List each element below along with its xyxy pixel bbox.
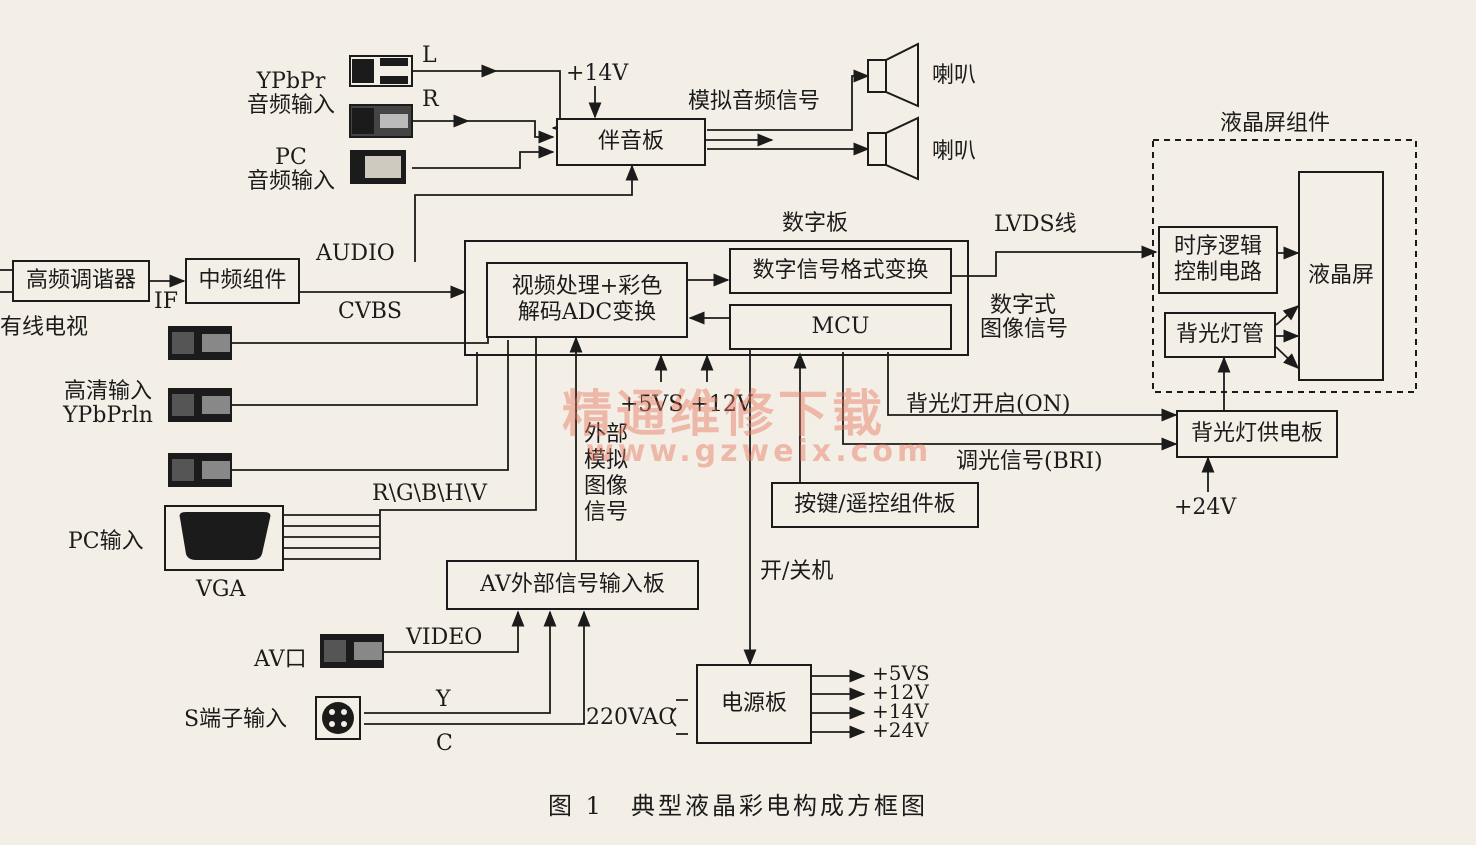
tuner-block: 高频调谐器 bbox=[12, 260, 150, 302]
av-port-label: AV口 bbox=[254, 647, 307, 672]
vga-connector bbox=[164, 505, 284, 571]
y-label: Y bbox=[436, 687, 451, 712]
y-line bbox=[364, 610, 557, 714]
vga-label: VGA bbox=[196, 577, 246, 602]
ac-line bbox=[676, 699, 688, 735]
s-input-label: S端子输入 bbox=[184, 707, 288, 732]
out-24v-label: +24V bbox=[872, 718, 929, 742]
digital-board-frame bbox=[464, 240, 969, 356]
video-adc-block: 视频处理+彩色解码ADC变换 bbox=[486, 262, 688, 338]
dimming-line bbox=[842, 352, 1178, 451]
lcd-panel-block: 液晶屏 bbox=[1298, 171, 1384, 381]
external-analog-label: 外部模拟图像信号 bbox=[584, 422, 629, 525]
backlight-tube-block: 背光灯管 bbox=[1164, 312, 1276, 358]
lvds-line bbox=[952, 245, 1158, 277]
if-module-block: 中频组件 bbox=[185, 258, 300, 304]
tcon-line1: 时序逻辑 bbox=[1173, 234, 1262, 259]
supply-label: +5VS +12V bbox=[620, 392, 753, 417]
pc-input-label: PC输入 bbox=[68, 529, 144, 554]
cvbs-label: CVBS bbox=[338, 299, 402, 324]
power-switch-label: 开/关机 bbox=[760, 559, 834, 584]
cable-tv-label: 有线电视 bbox=[0, 315, 89, 340]
digital-image-label: 数字式图像信号 bbox=[980, 293, 1069, 342]
right-audio-to-board bbox=[468, 120, 555, 144]
mcu-block: MCU bbox=[729, 304, 952, 350]
format-convert-block: 数字信号格式变换 bbox=[729, 248, 952, 294]
if-label: IF bbox=[154, 289, 178, 314]
speaker2-label: 喇叭 bbox=[932, 139, 977, 164]
power-board-block: 电源板 bbox=[696, 664, 812, 744]
hd-line-1 bbox=[232, 329, 491, 344]
video-adc-line1: 视频处理+彩色 bbox=[511, 274, 663, 299]
power-output-labels: +5VS +12V +14V +24V bbox=[872, 661, 930, 742]
tcon-block: 时序逻辑控制电路 bbox=[1158, 226, 1278, 294]
right-label: R bbox=[422, 87, 439, 112]
backlight-on-label: 背光灯开启(ON) bbox=[906, 392, 1071, 417]
figure-caption: 图 1 典型液晶彩电构成方框图 bbox=[548, 792, 928, 820]
c-label: C bbox=[436, 731, 453, 756]
watermark-cn: 精通维修下载 bbox=[562, 385, 886, 443]
lvds-label: LVDS线 bbox=[994, 212, 1077, 237]
pc-audio-line bbox=[412, 145, 555, 169]
video-adc-line2: 解码ADC变换 bbox=[517, 300, 657, 325]
audio-line bbox=[414, 164, 639, 262]
speaker1-body bbox=[867, 59, 887, 93]
s-video-connector bbox=[315, 696, 361, 740]
dimming-label: 调光信号(BRI) bbox=[956, 449, 1103, 474]
left-audio-to-board bbox=[496, 70, 568, 135]
plus24v-label: +24V bbox=[1174, 495, 1237, 520]
av-board-block: AV外部信号输入板 bbox=[446, 560, 699, 610]
out-14v-label: +14V bbox=[872, 699, 929, 723]
speaker1-cone bbox=[885, 42, 919, 108]
video-line bbox=[383, 610, 525, 653]
out-12v-label: +12V bbox=[872, 680, 929, 704]
watermark-url: www.gzweix.com bbox=[586, 434, 933, 469]
rgbhv-bus bbox=[379, 336, 537, 560]
video-label: VIDEO bbox=[406, 625, 483, 650]
speaker1-label: 喇叭 bbox=[932, 63, 977, 88]
rca-connectors bbox=[168, 55, 413, 668]
c-line bbox=[364, 610, 591, 725]
speaker2-cone bbox=[885, 116, 919, 181]
left-label: L bbox=[422, 43, 437, 68]
backlight-ray-3 bbox=[1275, 346, 1300, 370]
lcd-assembly-frame bbox=[1152, 139, 1417, 393]
out-5vs-label: +5VS bbox=[872, 661, 930, 685]
speaker2-body bbox=[867, 132, 887, 166]
audio-label: AUDIO bbox=[316, 241, 395, 266]
digital-board-label: 数字板 bbox=[782, 211, 849, 236]
analog-audio-label: 模拟音频信号 bbox=[688, 89, 821, 114]
hd-line-3 bbox=[232, 340, 509, 471]
backlight-on-line bbox=[887, 352, 1178, 422]
ac-curve bbox=[670, 707, 677, 727]
speaker1-line bbox=[707, 69, 870, 131]
hd-line-2 bbox=[232, 352, 478, 406]
lcd-assembly-label: 液晶屏组件 bbox=[1220, 111, 1331, 136]
ac220-label: 220VAC bbox=[586, 705, 676, 730]
sound-board: 伴音板 bbox=[556, 118, 706, 166]
rgbhv-label: R\G\B\H\V bbox=[372, 481, 488, 506]
keypad-block: 按键/遥控组件板 bbox=[771, 482, 979, 528]
backlight-power-block: 背光灯供电板 bbox=[1176, 410, 1338, 458]
tcon-line2: 控制电路 bbox=[1173, 260, 1262, 285]
backlight-ray-1 bbox=[1275, 304, 1300, 326]
plus14v-label: +14V bbox=[566, 61, 629, 86]
